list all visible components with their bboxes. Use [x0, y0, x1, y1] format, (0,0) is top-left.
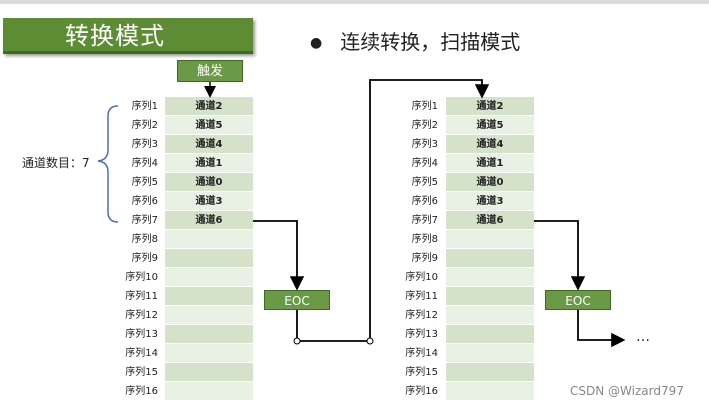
right-sequence-label: 序列15 [405, 367, 438, 378]
right-channel-cell: 通道2 [446, 97, 534, 116]
right-channel-cell [446, 382, 534, 401]
continuation-ellipsis: … [636, 329, 650, 345]
left-sequence-label: 序列10 [125, 272, 158, 283]
right-channel-cell: 通道3 [446, 192, 534, 211]
bullet-dot-icon: ● [310, 35, 323, 51]
left-sequence-label: 序列15 [125, 367, 158, 378]
channel-count-label: 通道数目：7 [22, 156, 90, 170]
right-channel-cell [446, 268, 534, 287]
left-channel-cell: 通道3 [165, 192, 253, 211]
watermark: CSDN @Wizard797 [570, 384, 684, 398]
left-sequence-label: 序列3 [131, 139, 158, 150]
left-sequence-label: 序列9 [131, 253, 158, 264]
right-channel-cell: 通道0 [446, 173, 534, 192]
left-channel-cell: 通道4 [165, 135, 253, 154]
left-sequence-label: 序列4 [131, 158, 158, 169]
right-sequence-label: 序列13 [405, 329, 438, 340]
left-sequence-label: 序列12 [125, 310, 158, 321]
left-sequence-label: 序列13 [125, 329, 158, 340]
right-channel-cell: 通道6 [446, 211, 534, 230]
left-sequence-label: 序列2 [131, 120, 158, 131]
right-sequence-label: 序列9 [411, 253, 438, 264]
right-sequence-label: 序列14 [405, 348, 438, 359]
left-sequence-label: 序列8 [131, 234, 158, 245]
right-sequence-labels: 序列1 序列2 序列3 序列4 序列5 序列6 序列7 序列8 序列9 序列10 序列11 序列12 序… [352, 97, 438, 407]
right-eoc-arrow [534, 220, 586, 291]
right-sequence-label: 序列3 [411, 139, 438, 150]
right-sequence-label: 序列11 [405, 291, 438, 302]
bullet-text: 连续转换，扫描模式 [340, 30, 521, 54]
left-sequence-label: 序列6 [131, 196, 158, 207]
left-eoc-arrow [253, 220, 305, 291]
slide-title: 转换模式 [3, 18, 253, 54]
eoc-box-left: EOC [264, 290, 330, 310]
right-sequence-label: 序列5 [411, 177, 438, 188]
left-sequence-label: 序列14 [125, 348, 158, 359]
loop-back-arrow [369, 79, 490, 338]
right-channel-cell [446, 325, 534, 344]
left-channel-cell: 通道6 [165, 211, 253, 230]
right-sequence-label: 序列6 [411, 196, 438, 207]
right-continue-arrow [577, 310, 626, 348]
right-channel-cell [446, 230, 534, 249]
left-channel-cell [165, 268, 253, 287]
left-channel-cell: 通道2 [165, 97, 253, 116]
left-channel-cell: 通道1 [165, 154, 253, 173]
right-channel-cell [446, 287, 534, 306]
left-channel-cell: 通道0 [165, 173, 253, 192]
right-channel-cell [446, 344, 534, 363]
left-channel-cell [165, 325, 253, 344]
right-junction [366, 337, 374, 345]
left-sequence-label: 序列5 [131, 177, 158, 188]
left-channel-cell [165, 287, 253, 306]
right-sequence-label: 序列1 [411, 101, 438, 112]
left-sequence-label: 序列16 [125, 386, 158, 397]
right-sequence-label: 序列7 [411, 215, 438, 226]
right-sequence-label: 序列10 [405, 272, 438, 283]
right-sequence-label: 序列2 [411, 120, 438, 131]
left-channel-cell: 通道5 [165, 116, 253, 135]
trigger-box: 触发 [177, 60, 243, 82]
channel-count-bracket [97, 105, 119, 223]
left-channel-cell [165, 230, 253, 249]
left-channel-cell [165, 306, 253, 325]
left-sequence-label: 序列1 [131, 101, 158, 112]
left-channel-cell [165, 382, 253, 401]
left-channel-cell [165, 249, 253, 268]
left-sequence-labels: 序列1 序列2 序列3 序列4 序列5 序列6 序列7 序列8 序列9 序列10 序列11 序列12 序… [72, 97, 158, 407]
bullet-point: ● 连续转换，扫描模式 [310, 26, 520, 55]
right-channel-cell: 通道1 [446, 154, 534, 173]
left-channel-cell [165, 363, 253, 382]
left-channel-cell [165, 344, 253, 363]
right-channel-cell: 通道4 [446, 135, 534, 154]
left-sequence-label: 序列11 [125, 291, 158, 302]
right-channel-cell [446, 363, 534, 382]
right-channel-cell [446, 306, 534, 325]
right-sequence-label: 序列12 [405, 310, 438, 321]
top-bar [0, 0, 709, 4]
right-sequence-label: 序列4 [411, 158, 438, 169]
left-sequence-label: 序列7 [131, 215, 158, 226]
right-sequence-label: 序列8 [411, 234, 438, 245]
right-channel-cell [446, 249, 534, 268]
left-junction [293, 337, 301, 345]
right-channel-cell: 通道5 [446, 116, 534, 135]
right-sequence-label: 序列16 [405, 386, 438, 397]
